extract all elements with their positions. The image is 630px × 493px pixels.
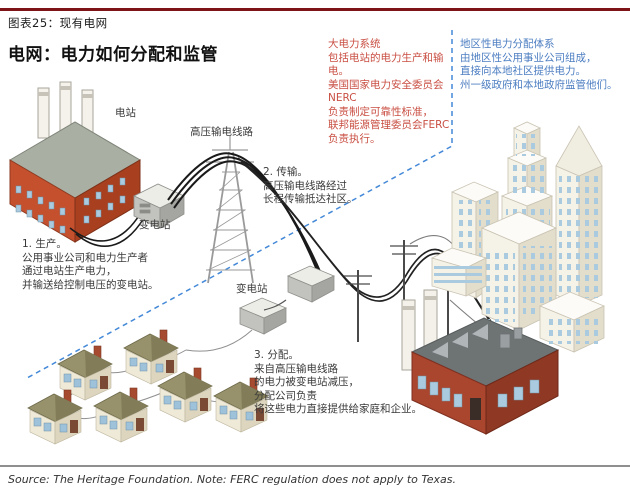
factory-door (470, 398, 481, 420)
hv-lines-label: 高压输电线路 (190, 126, 253, 138)
local-distribution-note: 地区性电力分配体系 由地区性公用事业公司组成， 直接向本地社区提供电力。 州一级… (460, 38, 618, 91)
bulk-power-system-note: 大电力系统 包括电站的电力生产和输电。 美国国家电力安全委员会NERC 负责制定… (328, 38, 450, 145)
step-2-transmission-note: 2. 传输。 高压输电线路经过 长程传输抵达社区。 (263, 166, 358, 205)
utility-pole-icon (390, 240, 418, 315)
utility-pole-icon (434, 262, 462, 337)
plant-windows (15, 177, 126, 234)
house-icon (157, 367, 213, 423)
transmission-tower (206, 136, 255, 284)
house-icon (123, 329, 179, 385)
figure-label: 图表25：现有电网 (8, 16, 108, 30)
utility-poles (344, 240, 462, 342)
city-buildings (430, 121, 605, 353)
distribution-lines (409, 235, 501, 343)
step-1-generation-note: 1. 生产。 公用事业公司和电力生产者 通过电站生产电力， 并输送给控制电压的变… (22, 238, 159, 291)
house-icon (93, 387, 149, 443)
page-title: 电网：电力如何分配和监管 (8, 45, 218, 65)
smokestack-icon (37, 81, 94, 139)
utility-pole-icon (344, 270, 372, 342)
houses-cluster (27, 329, 269, 445)
power-station-label: 电站 (115, 107, 136, 119)
footer-rule (0, 465, 630, 467)
factory-windows (417, 375, 540, 408)
substation-2-label: 变电站 (236, 283, 268, 295)
step-3-distribution-note: 3. 分配。 来自高压输电线路 的电力被变电站减压， 分配公司负责 将这些电力直… (254, 349, 422, 415)
house-icon (57, 345, 113, 401)
substation-2 (238, 265, 336, 335)
house-icon (27, 389, 83, 445)
neighborhood-lines (57, 329, 253, 419)
header-rule (0, 8, 630, 11)
source-note: Source: The Heritage Foundation. Note: F… (8, 473, 456, 486)
substation-1-label: 变电站 (139, 219, 171, 231)
power-plant (9, 81, 141, 243)
